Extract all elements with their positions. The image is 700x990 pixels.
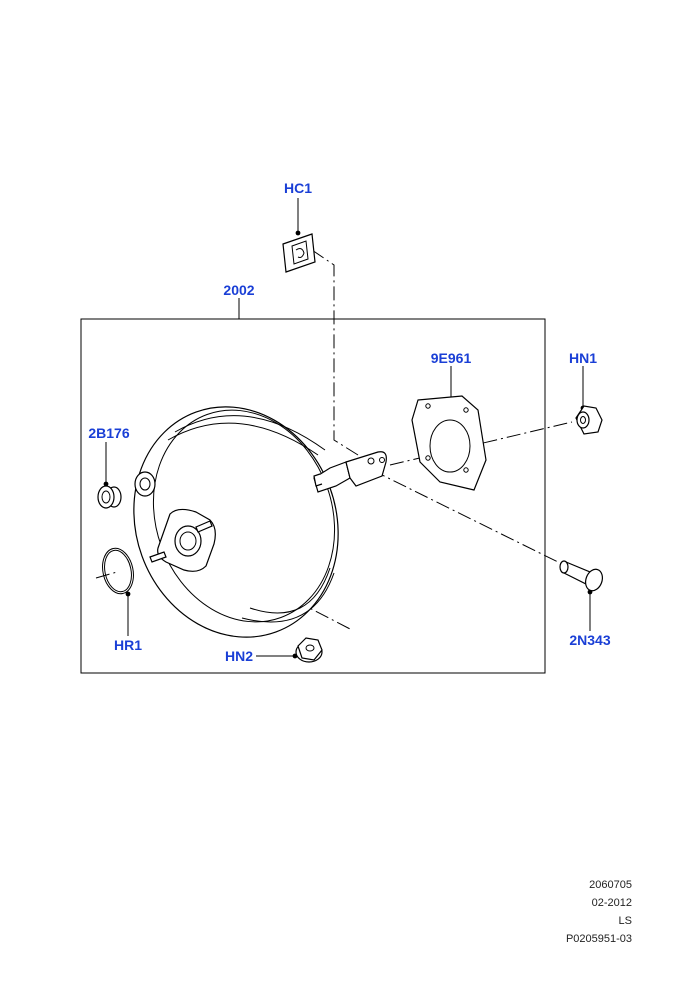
callout-hn1[interactable]: HN1 <box>569 350 597 366</box>
hn2-flange-nut[interactable] <box>295 637 323 663</box>
hn1-nut[interactable] <box>575 405 603 435</box>
clevis-pin-2n343[interactable] <box>559 560 605 593</box>
callout-hn2[interactable]: HN2 <box>225 648 253 664</box>
hr1-o-ring[interactable] <box>99 545 138 596</box>
callout-grommet[interactable]: 2B176 <box>88 425 129 441</box>
callout-gasket[interactable]: 9E961 <box>431 350 472 366</box>
grommet-2b176[interactable] <box>97 485 122 509</box>
drawing-number: P0205951-03 <box>565 933 632 945</box>
hc1-clip[interactable] <box>282 233 316 273</box>
brake-booster[interactable] <box>102 378 387 666</box>
assembly-frame <box>80 318 546 674</box>
callout-hr1[interactable]: HR1 <box>114 637 142 653</box>
callout-pin[interactable]: 2N343 <box>569 632 610 648</box>
gasket-9e961[interactable] <box>411 395 487 491</box>
reference-initials: LS <box>618 915 632 927</box>
callout-assembly[interactable]: 2002 <box>223 282 254 298</box>
reference-date: 02-2012 <box>591 897 632 909</box>
reference-code: 2060705 <box>589 879 632 891</box>
callout-hc1[interactable]: HC1 <box>284 180 312 196</box>
